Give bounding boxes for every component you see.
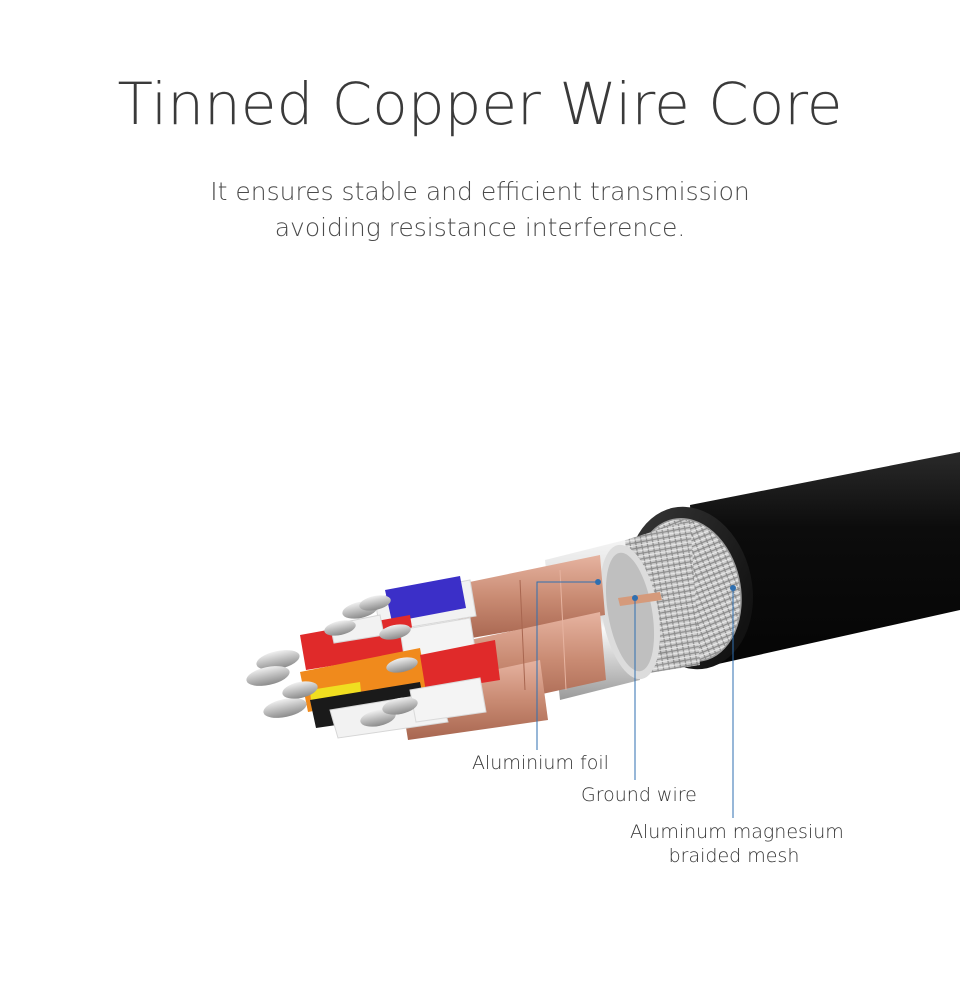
- callout-ground-wire: Ground wire: [581, 784, 697, 806]
- tinned-copper-strands: [246, 595, 418, 727]
- ground-wire: [618, 592, 662, 606]
- subtitle-line-2: avoiding resistance interference.: [274, 213, 686, 242]
- callout-braided-mesh-line-2: braided mesh: [668, 845, 800, 867]
- callout-leader-lines: [536, 579, 736, 818]
- page-title: Tinned Copper Wire Core: [117, 70, 843, 138]
- page-subtitle: It ensures stable and efficient transmis…: [0, 174, 960, 246]
- callout-braided-mesh: Aluminum magnesium braided mesh: [630, 820, 844, 868]
- callout-braided-mesh-line-1: Aluminum magnesium: [630, 821, 844, 843]
- leader-dot-braided-mesh: [730, 585, 736, 591]
- callout-aluminium-foil: Aluminium foil: [472, 752, 609, 774]
- subtitle-line-1: It ensures stable and efficient transmis…: [210, 177, 750, 206]
- leader-dot-ground-wire: [632, 595, 638, 601]
- leader-dot-aluminium-foil: [595, 579, 601, 585]
- leader-aluminium-foil: [536, 581, 598, 750]
